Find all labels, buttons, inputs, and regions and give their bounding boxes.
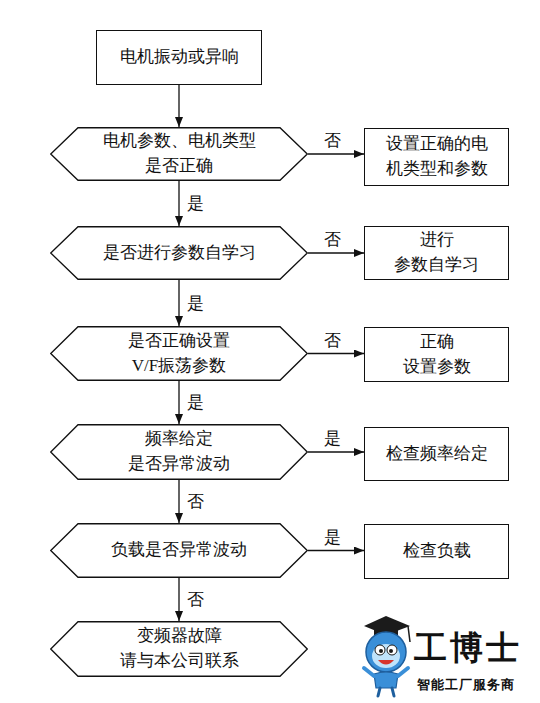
process-box: 检查负载 — [364, 524, 509, 579]
hexagon-shape — [51, 622, 308, 677]
node-text: 正确 设置参数 — [397, 330, 477, 379]
edge-label: 是 — [187, 394, 204, 411]
process-box: 正确 设置参数 — [364, 327, 509, 382]
flow-arrow — [308, 252, 364, 253]
node-text: 电机参数、电机类型 是否正确 — [98, 129, 260, 178]
flow-arrow — [178, 480, 179, 523]
edge-label: 否 — [187, 493, 204, 510]
process-box: 设置正确的电 机类型和参数 — [364, 128, 509, 186]
mascot-eye — [375, 645, 385, 655]
mascot-logo — [356, 612, 416, 698]
node-text: 设置正确的电 机类型和参数 — [382, 132, 492, 181]
node-text: 变频器故障 请与本公司联系 — [115, 624, 243, 673]
edge-label: 否 — [324, 332, 341, 349]
mascot-body — [374, 672, 398, 688]
hexagon-shape — [51, 128, 308, 181]
edge-label: 是 — [187, 295, 204, 312]
edge-label: 是 — [324, 430, 341, 447]
brand-slogan: 智能工厂服务商 — [417, 676, 515, 694]
decision-hexagon: 频率给定 是否异常波动 — [50, 424, 308, 480]
node-text: 负载是否异常波动 — [79, 538, 279, 563]
edge-label: 否 — [324, 132, 341, 149]
edge-label: 否 — [187, 591, 204, 608]
flow-arrow — [308, 353, 364, 354]
node-text: 是否正确设置 V/F振荡参数 — [123, 329, 235, 378]
flow-arrow — [308, 153, 364, 154]
mascot-eye — [387, 645, 397, 655]
mascot-arm — [398, 668, 408, 676]
node-text: 检查频率给定 — [372, 442, 502, 467]
edge-label: 是 — [324, 529, 341, 546]
flow-arrow — [178, 280, 179, 326]
mascot-leg — [378, 688, 394, 696]
cap-tassel — [408, 626, 410, 642]
node-text: 是否进行参数自学习 — [79, 241, 279, 266]
mascot-pupil — [389, 649, 393, 653]
decision-hexagon: 负载是否异常波动 — [50, 523, 308, 578]
edge-label: 是 — [187, 195, 204, 212]
node-text: 检查负载 — [372, 539, 502, 564]
decision-hexagon: 电机参数、电机类型 是否正确 — [50, 127, 308, 181]
process-box: 进行 参数自学习 — [364, 226, 509, 280]
start-box: 电机振动或异响 — [96, 30, 262, 85]
decision-hexagon: 是否进行参数自学习 — [50, 226, 308, 280]
hexagon-shape — [51, 524, 308, 578]
mascot-mouth — [378, 660, 394, 665]
node-text: 进行 参数自学习 — [391, 228, 483, 277]
flow-arrow — [308, 550, 364, 551]
brand-name: 工博士 — [414, 626, 522, 671]
node-text: 频率给定 是否异常波动 — [123, 427, 235, 476]
decision-hexagon: 是否正确设置 V/F振荡参数 — [50, 326, 308, 381]
process-box: 检查频率给定 — [364, 427, 509, 481]
hexagon-shape — [51, 425, 308, 480]
terminal-hexagon: 变频器故障 请与本公司联系 — [50, 621, 308, 677]
flow-arrow — [178, 578, 179, 621]
flow-arrow — [178, 381, 179, 424]
flow-arrow — [308, 451, 364, 452]
node-text: 电机振动或异响 — [104, 45, 254, 70]
mascot-pupil — [379, 649, 383, 653]
edge-label: 否 — [324, 231, 341, 248]
hexagon-shape — [51, 227, 308, 280]
mascot-head — [366, 632, 406, 672]
flow-arrow — [178, 181, 179, 226]
hexagon-shape — [51, 327, 308, 381]
mascot-arm — [364, 668, 374, 676]
mascot-face — [372, 644, 400, 668]
flow-arrow — [178, 85, 179, 127]
